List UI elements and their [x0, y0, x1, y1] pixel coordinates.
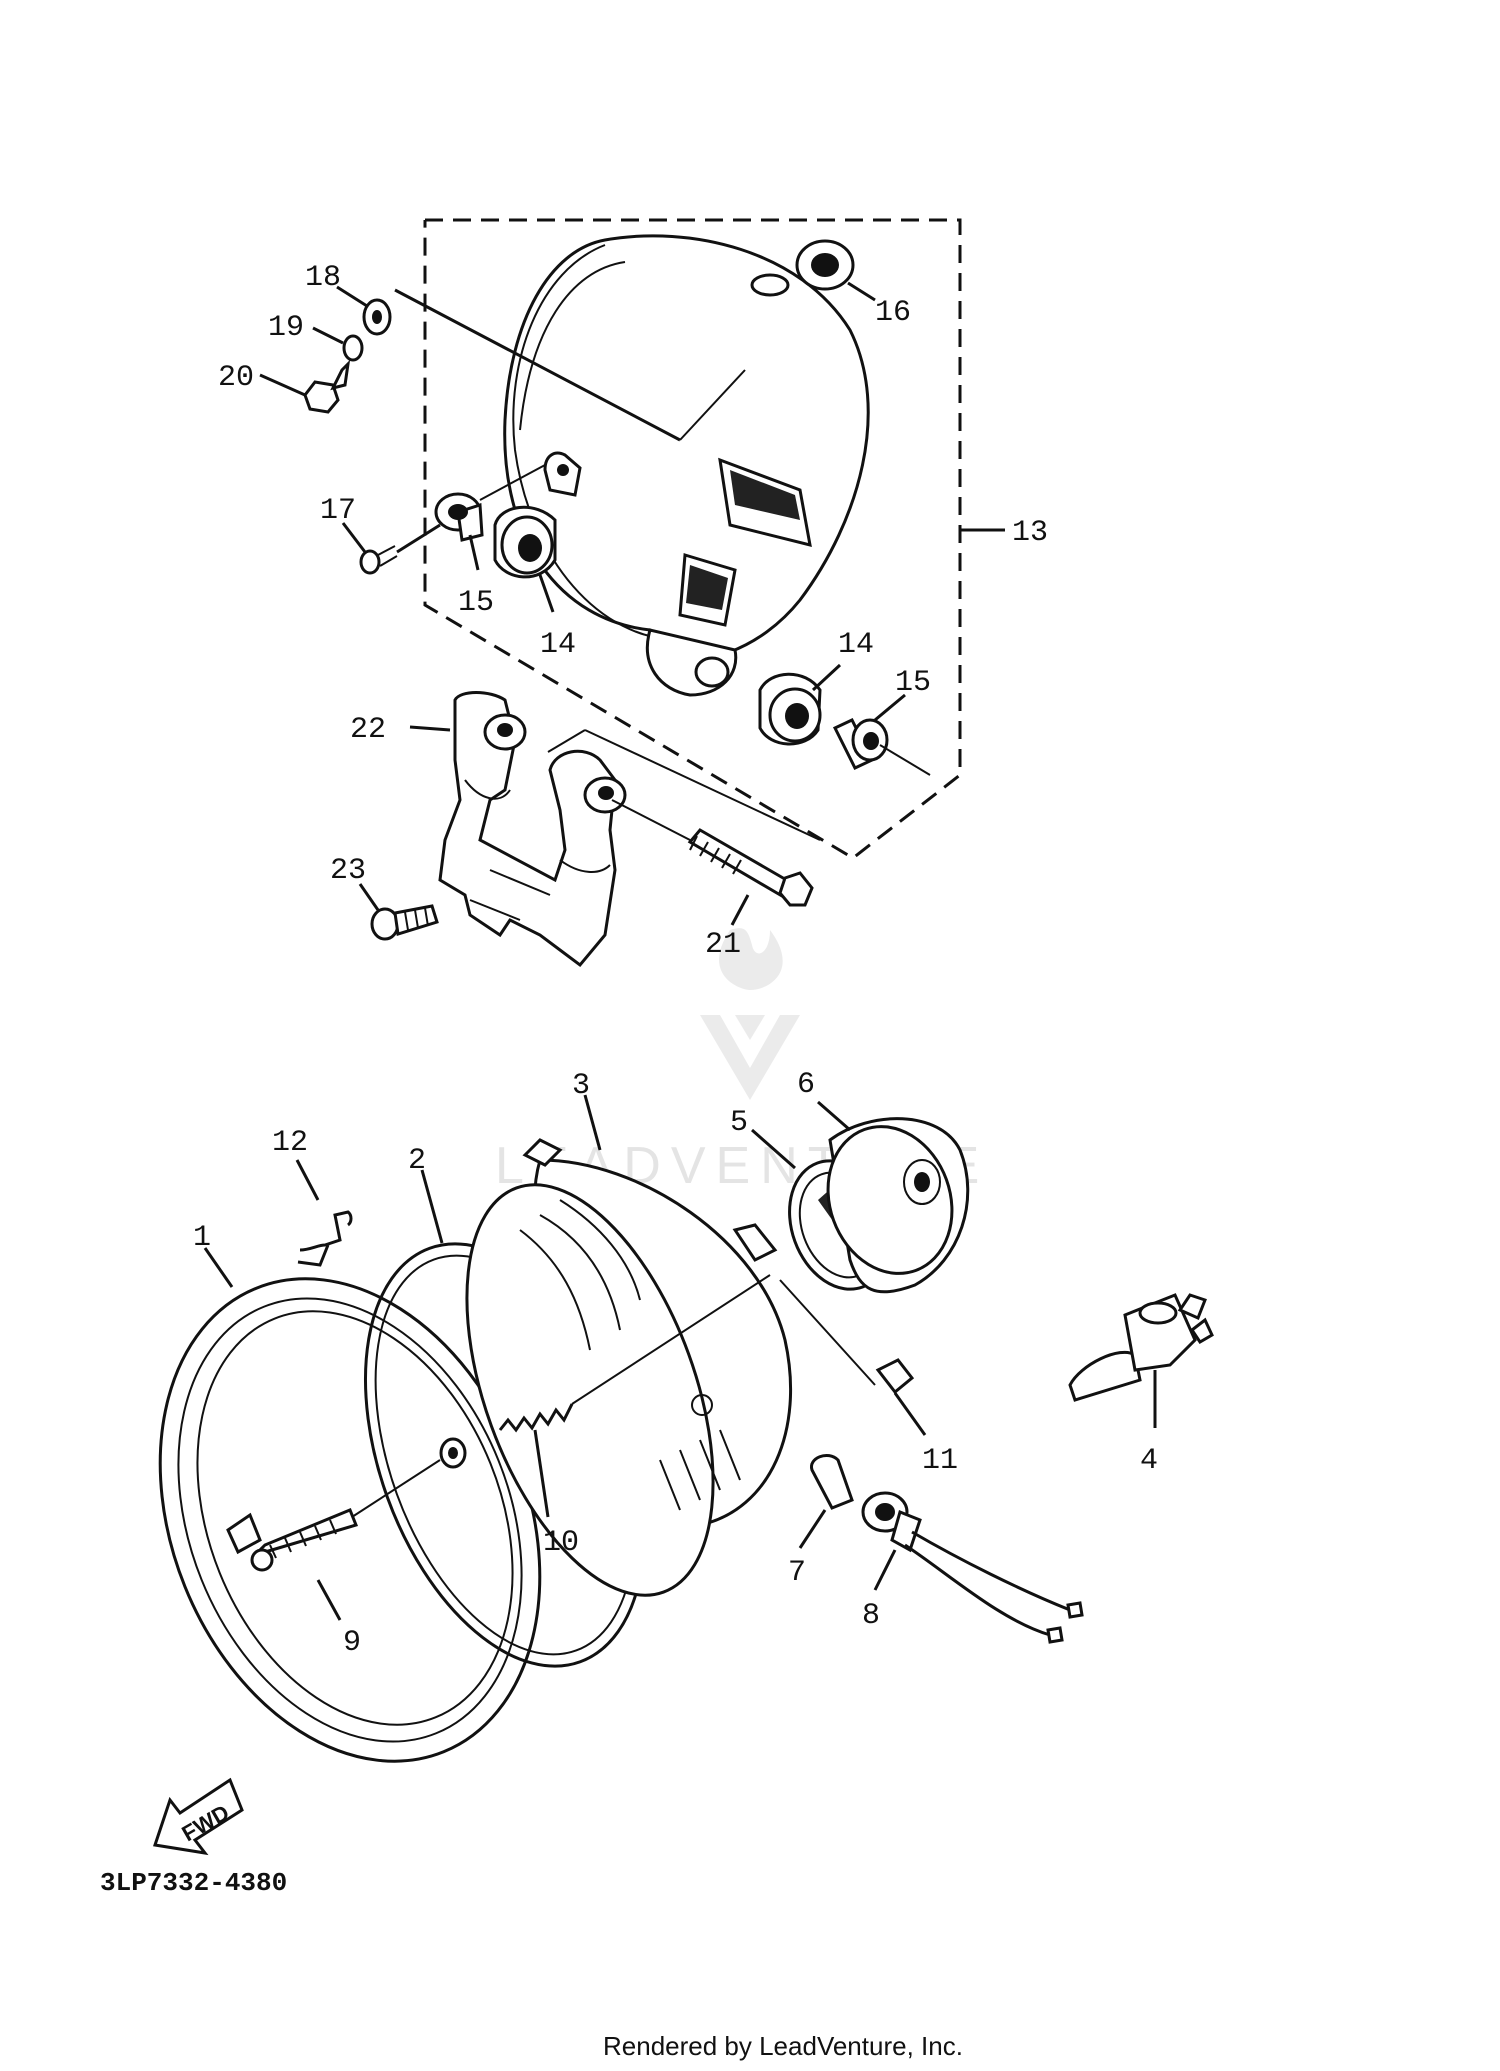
callout-7: 7 — [788, 1556, 806, 1590]
part-6-cover — [817, 1100, 970, 1294]
render-credit: Rendered by LeadVenture, Inc. — [603, 2031, 963, 2061]
part-21-bolt — [611, 799, 814, 926]
part-19-bolt — [259, 359, 351, 414]
callout-5: 5 — [730, 1106, 748, 1140]
part-16-grommet — [795, 239, 876, 302]
callout-4: 4 — [1140, 1444, 1158, 1478]
part-20-lock-washer — [312, 326, 364, 362]
part-15-lower-collar — [832, 693, 931, 776]
part-11-clip — [779, 1279, 927, 1436]
part-7-pilot-bulb — [798, 1454, 854, 1549]
callout-13: 13 — [1012, 516, 1048, 550]
headlight-case — [503, 234, 870, 697]
callout-14-lower: 14 — [838, 628, 874, 662]
part-code: 3LP7332-4380 — [100, 1868, 287, 1898]
callout-15-lower: 15 — [895, 666, 931, 700]
part-18-washer — [336, 285, 392, 336]
assembly-13-outline — [423, 218, 962, 860]
callout-16: 16 — [875, 296, 911, 330]
callout-23: 23 — [330, 854, 366, 888]
callout-10: 10 — [543, 1526, 579, 1560]
part-15-upper-collar — [434, 464, 546, 571]
part-10-spring — [498, 1274, 771, 1518]
callouts: 1 2 3 4 5 6 7 8 9 10 11 12 13 14 14 15 1… — [193, 261, 1158, 1660]
callout-22: 22 — [350, 713, 386, 747]
part-14-upper-rubber — [493, 505, 557, 613]
callout-21: 21 — [705, 928, 741, 962]
part-22-bracket — [409, 691, 821, 968]
callout-9: 9 — [343, 1626, 361, 1660]
part-4-bulb — [1068, 1293, 1214, 1428]
callout-6: 6 — [797, 1068, 815, 1102]
callout-15-upper: 15 — [458, 586, 494, 620]
callout-3: 3 — [572, 1069, 590, 1103]
part-3-reflector — [465, 1094, 793, 1597]
part-14-lower-rubber — [758, 663, 842, 746]
part-9-screw — [226, 1437, 467, 1621]
lower-assembly: FWD — [153, 1094, 1214, 1856]
part-17-screw — [341, 522, 441, 575]
callout-19: 20 — [218, 361, 254, 395]
callout-20: 19 — [268, 311, 304, 345]
part-8-socket-wires — [861, 1491, 1084, 1644]
leader-18-line — [394, 288, 681, 442]
part-12-clip — [295, 1159, 353, 1267]
callout-17: 17 — [320, 494, 356, 528]
callout-8: 8 — [862, 1599, 880, 1633]
callout-1: 1 — [193, 1221, 211, 1255]
fwd-arrow: FWD — [153, 1777, 244, 1856]
callout-18: 18 — [305, 261, 341, 295]
upper-assembly — [259, 218, 1005, 968]
callout-2: 2 — [408, 1144, 426, 1178]
part-23-screw — [358, 883, 439, 941]
callout-11: 11 — [922, 1444, 958, 1478]
callout-14-upper: 14 — [540, 628, 576, 662]
callout-12: 12 — [272, 1126, 308, 1160]
